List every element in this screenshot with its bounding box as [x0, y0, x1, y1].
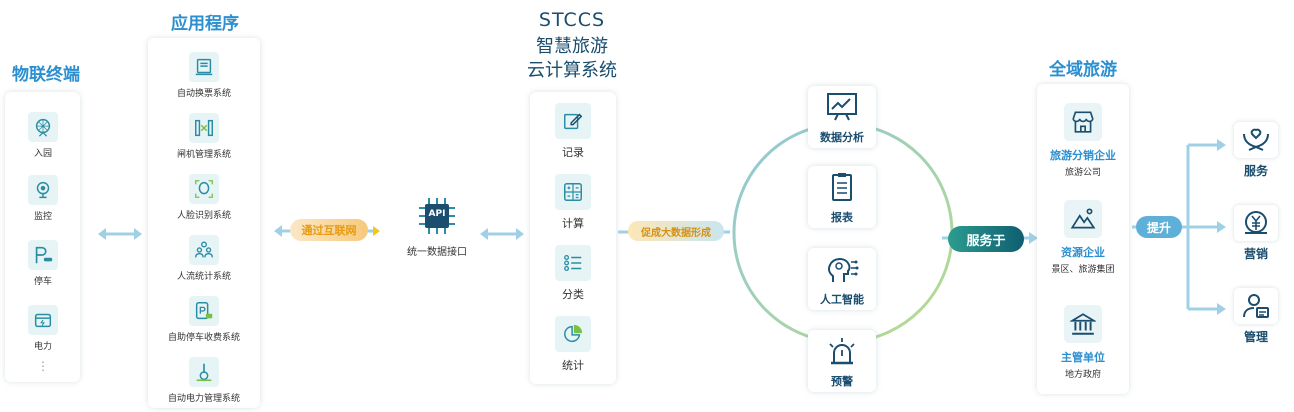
stccs-item: 计算	[530, 174, 616, 231]
iot-item-label: 停车	[33, 277, 52, 287]
manager-icon	[1234, 288, 1278, 324]
app-item: 闸机管理系统	[148, 113, 260, 160]
parking-pay-icon	[189, 296, 219, 326]
app-label: 闸机管理系统	[176, 150, 231, 160]
iot-item-label: 电力	[33, 342, 52, 352]
app-label: 人流统计系统	[176, 272, 231, 282]
chart-board-icon	[827, 93, 857, 121]
shop-icon	[1064, 103, 1102, 141]
tourism-sub: 景区、旅游集团	[1051, 265, 1115, 275]
iot-item-entry: 入园	[18, 112, 68, 159]
power-manage-icon	[189, 357, 219, 387]
heading-stccs-line2: 智慧旅游	[536, 36, 608, 57]
circle-card-alarm: 预警	[808, 330, 876, 392]
tourism-title: 主管单位	[1061, 351, 1105, 364]
tourism-item: 旅游分销企业 旅游公司	[1030, 103, 1136, 178]
list-icon	[555, 245, 591, 281]
heading-apps: 应用程序	[171, 14, 239, 34]
government-icon	[1064, 305, 1102, 343]
stccs-label: 分类	[562, 288, 584, 301]
chip-icon	[419, 198, 455, 234]
tourism-title: 资源企业	[1061, 246, 1105, 259]
bigdata-pill: 促成大数据形成	[628, 221, 724, 241]
outcome-management: 管理	[1226, 288, 1286, 345]
power-icon	[28, 305, 58, 335]
stccs-label: 统计	[562, 359, 584, 372]
iot-item-label: 入园	[33, 149, 52, 159]
edit-icon	[555, 103, 591, 139]
iot-more-dots: ⋮	[37, 359, 49, 373]
circle-card-label: 预警	[831, 375, 853, 388]
circle-card-ai: 人工智能	[808, 248, 876, 310]
circle-card-label: 数据分析	[820, 131, 864, 144]
stccs-label: 计算	[562, 217, 584, 230]
parking-icon	[28, 240, 58, 270]
api-chip-label: API	[428, 209, 446, 219]
tourism-sub: 地方政府	[1064, 370, 1101, 380]
yuan-icon	[1234, 205, 1278, 241]
internet-pill: 通过互联网	[290, 219, 368, 241]
tourism-item: 资源企业 景区、旅游集团	[1030, 200, 1136, 275]
stccs-item: 记录	[530, 103, 616, 160]
heading-stccs: STCCS	[538, 9, 606, 31]
app-item: 人流统计系统	[148, 235, 260, 282]
outcome-service: 服务	[1226, 122, 1286, 179]
circle-card-label: 报表	[831, 211, 853, 224]
clipboard-icon	[832, 173, 852, 201]
tourism-item: 主管单位 地方政府	[1030, 305, 1136, 380]
app-label: 人脸识别系统	[176, 211, 231, 221]
ai-head-icon	[828, 258, 859, 282]
outcome-label: 管理	[1243, 330, 1268, 344]
app-item: 自动电力管理系统	[148, 357, 260, 404]
hands-heart-icon	[1234, 122, 1278, 158]
tourism-title: 旅游分销企业	[1050, 149, 1116, 162]
circle-card-label: 人工智能	[820, 293, 864, 306]
outcome-marketing: 营销	[1226, 205, 1286, 262]
app-label: 自动电力管理系统	[167, 394, 240, 404]
iot-item-power: 电力	[18, 305, 68, 352]
iot-item-label: 监控	[33, 212, 52, 222]
gate-icon	[189, 113, 219, 143]
app-item: 自助停车收费系统	[148, 296, 260, 343]
heading-tourism: 全域旅游	[1049, 60, 1117, 80]
ferris-wheel-icon	[28, 112, 58, 142]
stccs-label: 记录	[562, 146, 584, 159]
mountain-icon	[1064, 200, 1102, 238]
app-item: 人脸识别系统	[148, 174, 260, 221]
stccs-item: 统计	[530, 316, 616, 373]
camera-icon	[28, 175, 58, 205]
iot-item-parking: 停车	[18, 240, 68, 287]
pie-chart-icon	[555, 316, 591, 352]
tourism-sub: 旅游公司	[1064, 168, 1101, 178]
process-circle	[732, 122, 954, 344]
apps-panel	[148, 38, 260, 408]
api-chip: API	[417, 196, 457, 236]
ticket-machine-icon	[189, 52, 219, 82]
app-item: 自动换票系统	[148, 52, 260, 99]
app-label: 自助停车收费系统	[167, 333, 240, 343]
stccs-item: 分类	[530, 245, 616, 302]
serve-pill: 服务于	[948, 226, 1024, 252]
api-label: 统一数据接口	[407, 247, 467, 258]
outcome-label: 服务	[1243, 164, 1268, 178]
heading-iot: 物联终端	[12, 65, 80, 85]
double-arrow-api-stccs	[480, 228, 524, 240]
face-scan-icon	[189, 174, 219, 204]
people-icon	[189, 235, 219, 265]
iot-item-monitor: 监控	[18, 175, 68, 222]
double-arrow-iot-apps	[98, 228, 142, 240]
calculator-icon	[555, 174, 591, 210]
outcome-label: 营销	[1243, 247, 1268, 261]
upgrade-pill: 提升	[1136, 216, 1182, 238]
alarm-light-icon	[829, 338, 855, 365]
heading-stccs-line3: 云计算系统	[527, 60, 617, 81]
app-label: 自动换票系统	[176, 89, 231, 99]
circle-card-analysis: 数据分析	[808, 86, 876, 148]
circle-card-report: 报表	[808, 166, 876, 228]
